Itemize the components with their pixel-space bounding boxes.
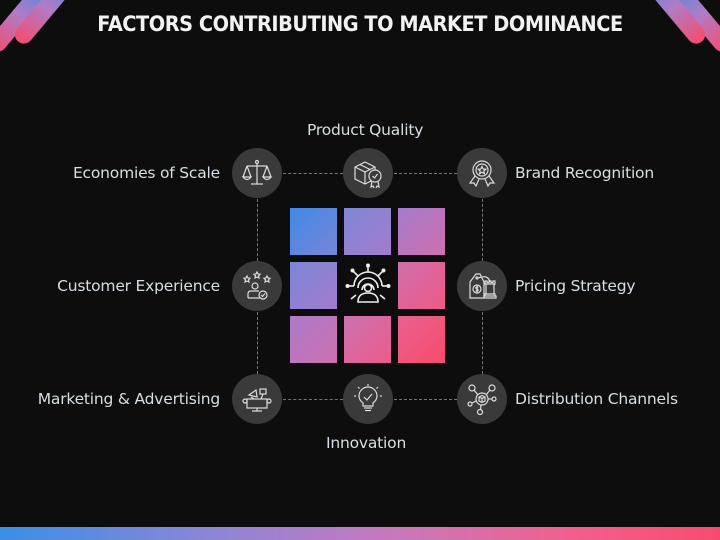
connector-line: [283, 173, 343, 174]
connector-line: [394, 399, 457, 400]
factor-label: Pricing Strategy: [515, 277, 636, 295]
factor-label: Innovation: [326, 434, 407, 452]
network-box-icon: [457, 374, 507, 424]
connector-line: [482, 199, 483, 261]
factor-label: Marketing & Advertising: [37, 390, 220, 408]
factor-label: Product Quality: [307, 121, 424, 139]
factor-label: Brand Recognition: [515, 164, 654, 182]
factor-label: Distribution Channels: [515, 390, 678, 408]
decorative-stripes-right: [640, 0, 720, 60]
price-tag-chess-icon: [457, 261, 507, 311]
scales-icon: [232, 148, 282, 198]
bottom-gradient-bar: [0, 527, 720, 540]
monitor-megaphone-icon: [232, 374, 282, 424]
connector-line: [257, 199, 258, 261]
connector-line: [394, 173, 457, 174]
box-badge-icon: [343, 148, 393, 198]
page-title: FACTORS CONTRIBUTING TO MARKET DOMINANCE: [97, 12, 623, 36]
connector-line: [257, 312, 258, 374]
factor-label: Economies of Scale: [72, 164, 220, 182]
connector-line: [283, 399, 343, 400]
user-stars-icon: [232, 261, 282, 311]
star-medal-icon: [457, 148, 507, 198]
market-dominance-icon: [343, 261, 393, 311]
center-grid: [290, 208, 447, 365]
connector-line: [482, 312, 483, 374]
factor-label: Customer Experience: [57, 277, 220, 295]
lightbulb-check-icon: [343, 374, 393, 424]
